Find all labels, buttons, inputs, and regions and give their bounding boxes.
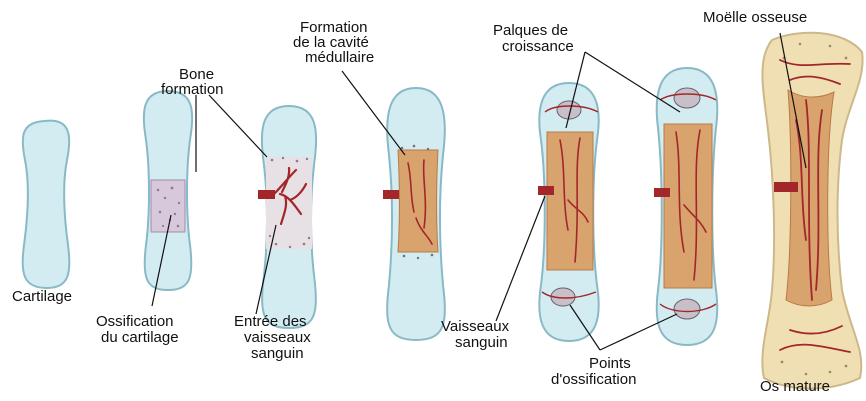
stage-vessel-entry [258, 106, 316, 328]
label-ossification-2: du cartilage [101, 329, 179, 346]
label-growth-plates-2: croissance [502, 38, 574, 55]
label-vessel-entry-3: sanguin [251, 345, 304, 362]
label-blood-vessels: Vaisseaux [441, 318, 510, 335]
label-vessel-entry: Entrée des [234, 313, 307, 330]
label-blood-vessels-2: sanguin [455, 334, 508, 351]
stage-growth-plates [538, 83, 599, 341]
label-vessel-entry-2: vaisseaux [244, 329, 311, 346]
label-ossification-points: Points [589, 355, 631, 372]
label-bone-formation-2: formation [161, 81, 224, 98]
label-ossification: Ossification [96, 313, 174, 330]
label-mature-bone: Os mature [760, 378, 830, 395]
label-cartilage: Cartilage [12, 288, 72, 305]
bone-shaft [398, 150, 438, 252]
cartilage-model [23, 121, 70, 288]
label-ossification-points-2: d'ossification [551, 371, 636, 388]
label-growth-plates: Palques de [493, 22, 568, 39]
stage-bone-collar [144, 91, 192, 290]
label-marrow: Moëlle osseuse [703, 9, 807, 26]
stage-mature-bone [762, 33, 862, 389]
stage-medullary-cavity [383, 88, 445, 340]
bone-collar [151, 180, 185, 232]
stage-near-mature [654, 68, 717, 345]
label-medullary-3: médullaire [305, 49, 374, 66]
